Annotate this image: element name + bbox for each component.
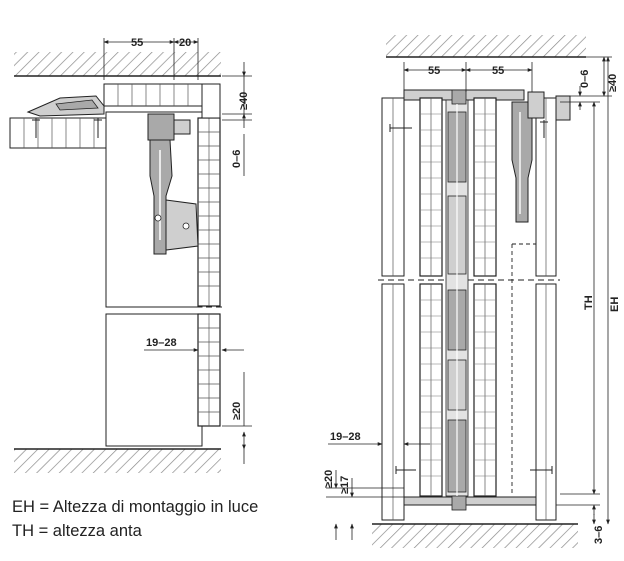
right-dim-55-a: 55 (428, 65, 440, 77)
left-dim-19-28: 19–28 (146, 337, 177, 349)
legend-th: TH = altezza anta (12, 522, 142, 540)
left-upper-board (9, 117, 107, 149)
right-dim-ge17: ≥17 (339, 476, 351, 494)
right-dim-3-6: 3–6 (593, 526, 605, 544)
left-dim-ge20: ≥20 (231, 402, 243, 420)
right-dim-19-28: 19–28 (330, 431, 361, 443)
right-dim-eh: EH (609, 297, 621, 312)
right-ceiling (386, 35, 586, 57)
left-floor (14, 449, 221, 473)
right-dim-55-b: 55 (492, 65, 504, 77)
left-ceiling (14, 52, 221, 76)
left-screws (32, 118, 102, 138)
right-bottom-rail (403, 496, 553, 506)
left-top-panel (103, 83, 203, 107)
right-dim-ge20: ≥20 (323, 470, 335, 488)
left-dim-20: 20 (179, 37, 191, 49)
left-dim-ge40: ≥40 (238, 92, 250, 110)
right-floor (372, 524, 578, 548)
left-dim-55: 55 (131, 37, 143, 49)
left-top-mechanism (26, 95, 199, 255)
right-center-mechanism (445, 89, 469, 511)
right-view: 55 55 0–6 ≥40 TH EH 19–28 ≥20 ≥17 (323, 35, 621, 548)
left-dim-0-6: 0–6 (231, 150, 243, 168)
legend: EH = Altezza di montaggio in luce TH = a… (12, 495, 258, 543)
right-dim-th: TH (583, 295, 595, 310)
right-dim-ge40: ≥40 (607, 74, 619, 92)
legend-eh: EH = Altezza di montaggio in luce (12, 498, 259, 516)
right-dim-0-6: 0–6 (579, 70, 591, 88)
left-view: 55 20 ≥40 0–6 19–28 ≥20 (9, 37, 252, 473)
right-screws (389, 120, 553, 474)
